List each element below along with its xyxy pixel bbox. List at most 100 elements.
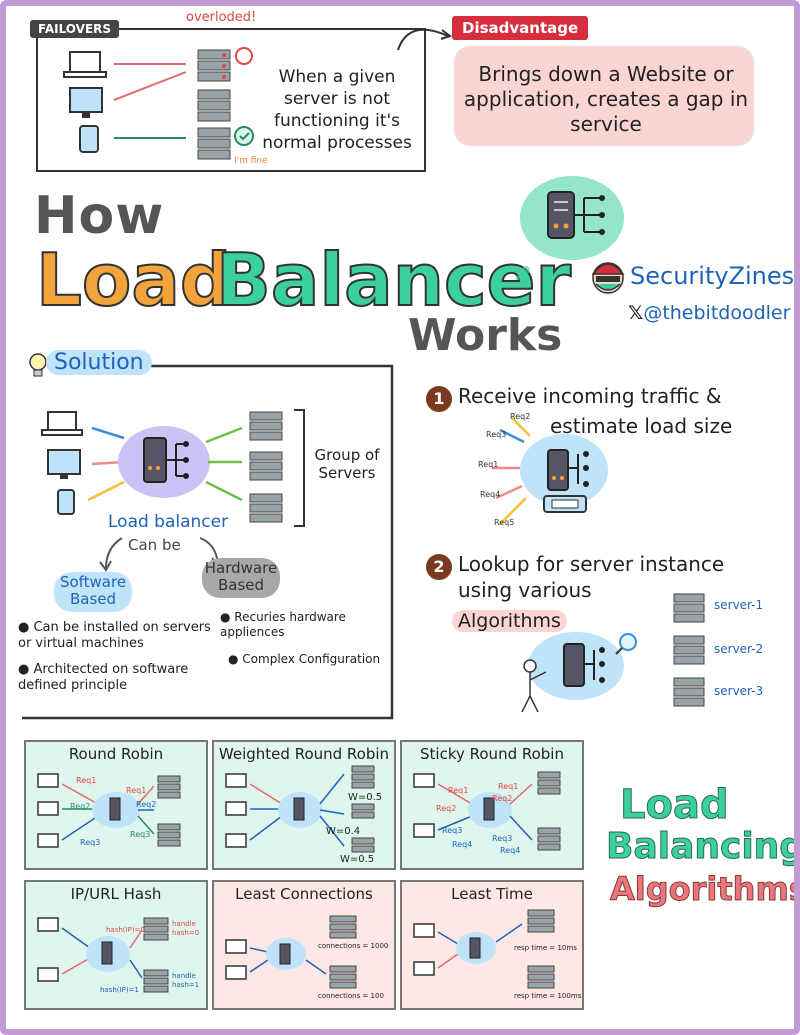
req-label: Req2 — [492, 794, 513, 803]
algo-title: Sticky Round Robin — [420, 745, 564, 763]
disadvantage-text: Brings down a Website or application, cr… — [463, 62, 749, 136]
step1-number-badge: 1 — [426, 386, 452, 412]
hardware-bullet-2: ● Complex Configuration — [228, 652, 381, 666]
algo-title: Round Robin — [68, 745, 164, 763]
load-balancer-cloud-icon — [515, 176, 624, 280]
load-balancer-icon — [143, 437, 189, 483]
req-label: Req2 — [510, 412, 531, 421]
sticky-rr-diagram — [413, 771, 561, 851]
algo-title: IP/URL Hash — [70, 885, 162, 903]
failovers-box — [36, 28, 426, 172]
brand-name: SecurityZines — [630, 262, 795, 290]
algorithms-label: Algorithms — [452, 610, 567, 632]
algo-least-connections: Least Connections connections = 1000 con… — [212, 880, 396, 1010]
algo-least-time: Least Time resp time = 10ms resp time = … — [400, 880, 584, 1010]
magnifier-icon — [615, 633, 637, 655]
server-2-label: server-2 — [714, 642, 764, 656]
ip-hash-diagram — [37, 917, 169, 993]
round-robin-diagram — [37, 773, 181, 848]
step1-diagram — [492, 417, 608, 525]
algo-ip-url-hash: IP/URL Hash hash(IP)=0 hash(IP)=1 handle… — [24, 880, 208, 1010]
step2-diagram — [521, 632, 637, 713]
req-label: Req5 — [494, 518, 515, 527]
resp-time-label: resp time = 100ms — [514, 992, 582, 1000]
software-based-label: Software Based — [54, 572, 132, 612]
req-label: Req3 — [130, 830, 151, 839]
algo-round-robin: Round Robin Req1 Req2 Req3 Req1 Req2 Req… — [24, 740, 208, 870]
solution-frame — [22, 364, 394, 720]
failovers-description: When a given server is not functioning i… — [262, 67, 412, 153]
lightbulb-icon — [29, 353, 47, 377]
hardware-based-label: Hardware Based — [202, 558, 280, 598]
laptop-icon — [41, 411, 83, 436]
title-how: How — [34, 186, 165, 246]
title-balancer: Balancer — [215, 237, 572, 323]
algo-title: Weighted Round Robin — [218, 745, 390, 763]
title-load: Load — [35, 237, 232, 323]
weight-label: W=0.4 — [326, 826, 361, 837]
title-works: Works — [408, 310, 563, 361]
handle-hash-label: handle hash=0 — [172, 920, 200, 937]
algo-title: Least Time — [451, 885, 533, 903]
connections-label: connections = 100 — [318, 992, 384, 1000]
algorithms-heading-line3: Algorithms — [610, 870, 800, 909]
connections-label: connections = 1000 — [318, 942, 389, 950]
step2-servers — [673, 593, 705, 707]
req-label: Req1 — [76, 776, 97, 785]
req-label: Req1 — [478, 460, 499, 469]
monitor-icon — [69, 87, 103, 118]
software-bullet-2: ● Architected on software defined princi… — [18, 662, 189, 693]
algo-title: Least Connections — [235, 885, 373, 903]
req-label: Req3 — [492, 834, 513, 843]
brand-handle-row: 𝕏@thebitdoodler — [628, 302, 790, 324]
weight-label: W=0.5 — [340, 854, 375, 865]
weight-label: W=0.5 — [348, 792, 383, 803]
weighted-rr-diagram — [225, 765, 375, 853]
load-balancer-icon — [547, 449, 589, 491]
req-label: Req4 — [500, 846, 521, 855]
overloaded-label: overloded! — [186, 10, 257, 25]
group-of-servers-label: Group of Servers — [314, 446, 380, 482]
least-connections-diagram — [225, 915, 357, 989]
solution-tag: Solution — [46, 350, 152, 375]
least-time-diagram — [413, 909, 555, 989]
algorithms-heading-line1: Load — [620, 782, 730, 829]
load-balancer-label: Load balancer — [108, 512, 229, 532]
step2-text-line2: using various — [458, 578, 592, 602]
load-balancer-icon — [563, 643, 605, 687]
req-label: Req4 — [452, 840, 473, 849]
algo-weighted-round-robin: Weighted Round Robin W=0.5 W=0.4 W=0.5 — [212, 740, 396, 870]
server-group — [249, 411, 283, 523]
resp-time-label: resp time = 10ms — [514, 944, 577, 952]
req-label: Req4 — [480, 490, 501, 499]
req-label: Req3 — [442, 826, 463, 835]
server-overloaded-icon — [197, 49, 231, 82]
brand-handle: @thebitdoodler — [643, 302, 791, 324]
disadvantage-tag: Disadvantage — [452, 16, 589, 40]
stick-figure-icon — [521, 659, 547, 713]
arrow-to-disadvantage — [397, 28, 453, 51]
req-label: Req3 — [486, 430, 507, 439]
server-idle-icon — [197, 89, 231, 122]
hash-label: hash(IP)=1 — [100, 986, 139, 994]
software-bullet-1: ● Can be installed on servers or virtual… — [18, 620, 211, 651]
step2-number-badge: 2 — [426, 554, 452, 580]
im-fine-label: I'm fine — [234, 156, 268, 166]
req-label: Req2 — [436, 804, 457, 813]
algorithms-heading-line2: Balancing — [605, 826, 800, 868]
server-fine-icon — [197, 127, 231, 160]
handle-hash-label: handle hash=1 — [172, 972, 200, 989]
step2-text-line1: Lookup for server instance — [458, 552, 725, 576]
req-label: Req1 — [498, 782, 519, 791]
phone-icon — [79, 125, 99, 153]
req-label: Req1 — [448, 786, 469, 795]
x-logo-icon: 𝕏 — [628, 302, 644, 324]
req-label: Req3 — [80, 838, 101, 847]
step1-text-line1: Receive incoming traffic & — [458, 384, 722, 408]
securityzines-logo-icon — [591, 262, 625, 294]
disadvantage-panel — [454, 46, 754, 146]
req-label: Req2 — [136, 800, 157, 809]
req-label: Req2 — [70, 802, 91, 811]
solution-diagram — [41, 409, 305, 527]
